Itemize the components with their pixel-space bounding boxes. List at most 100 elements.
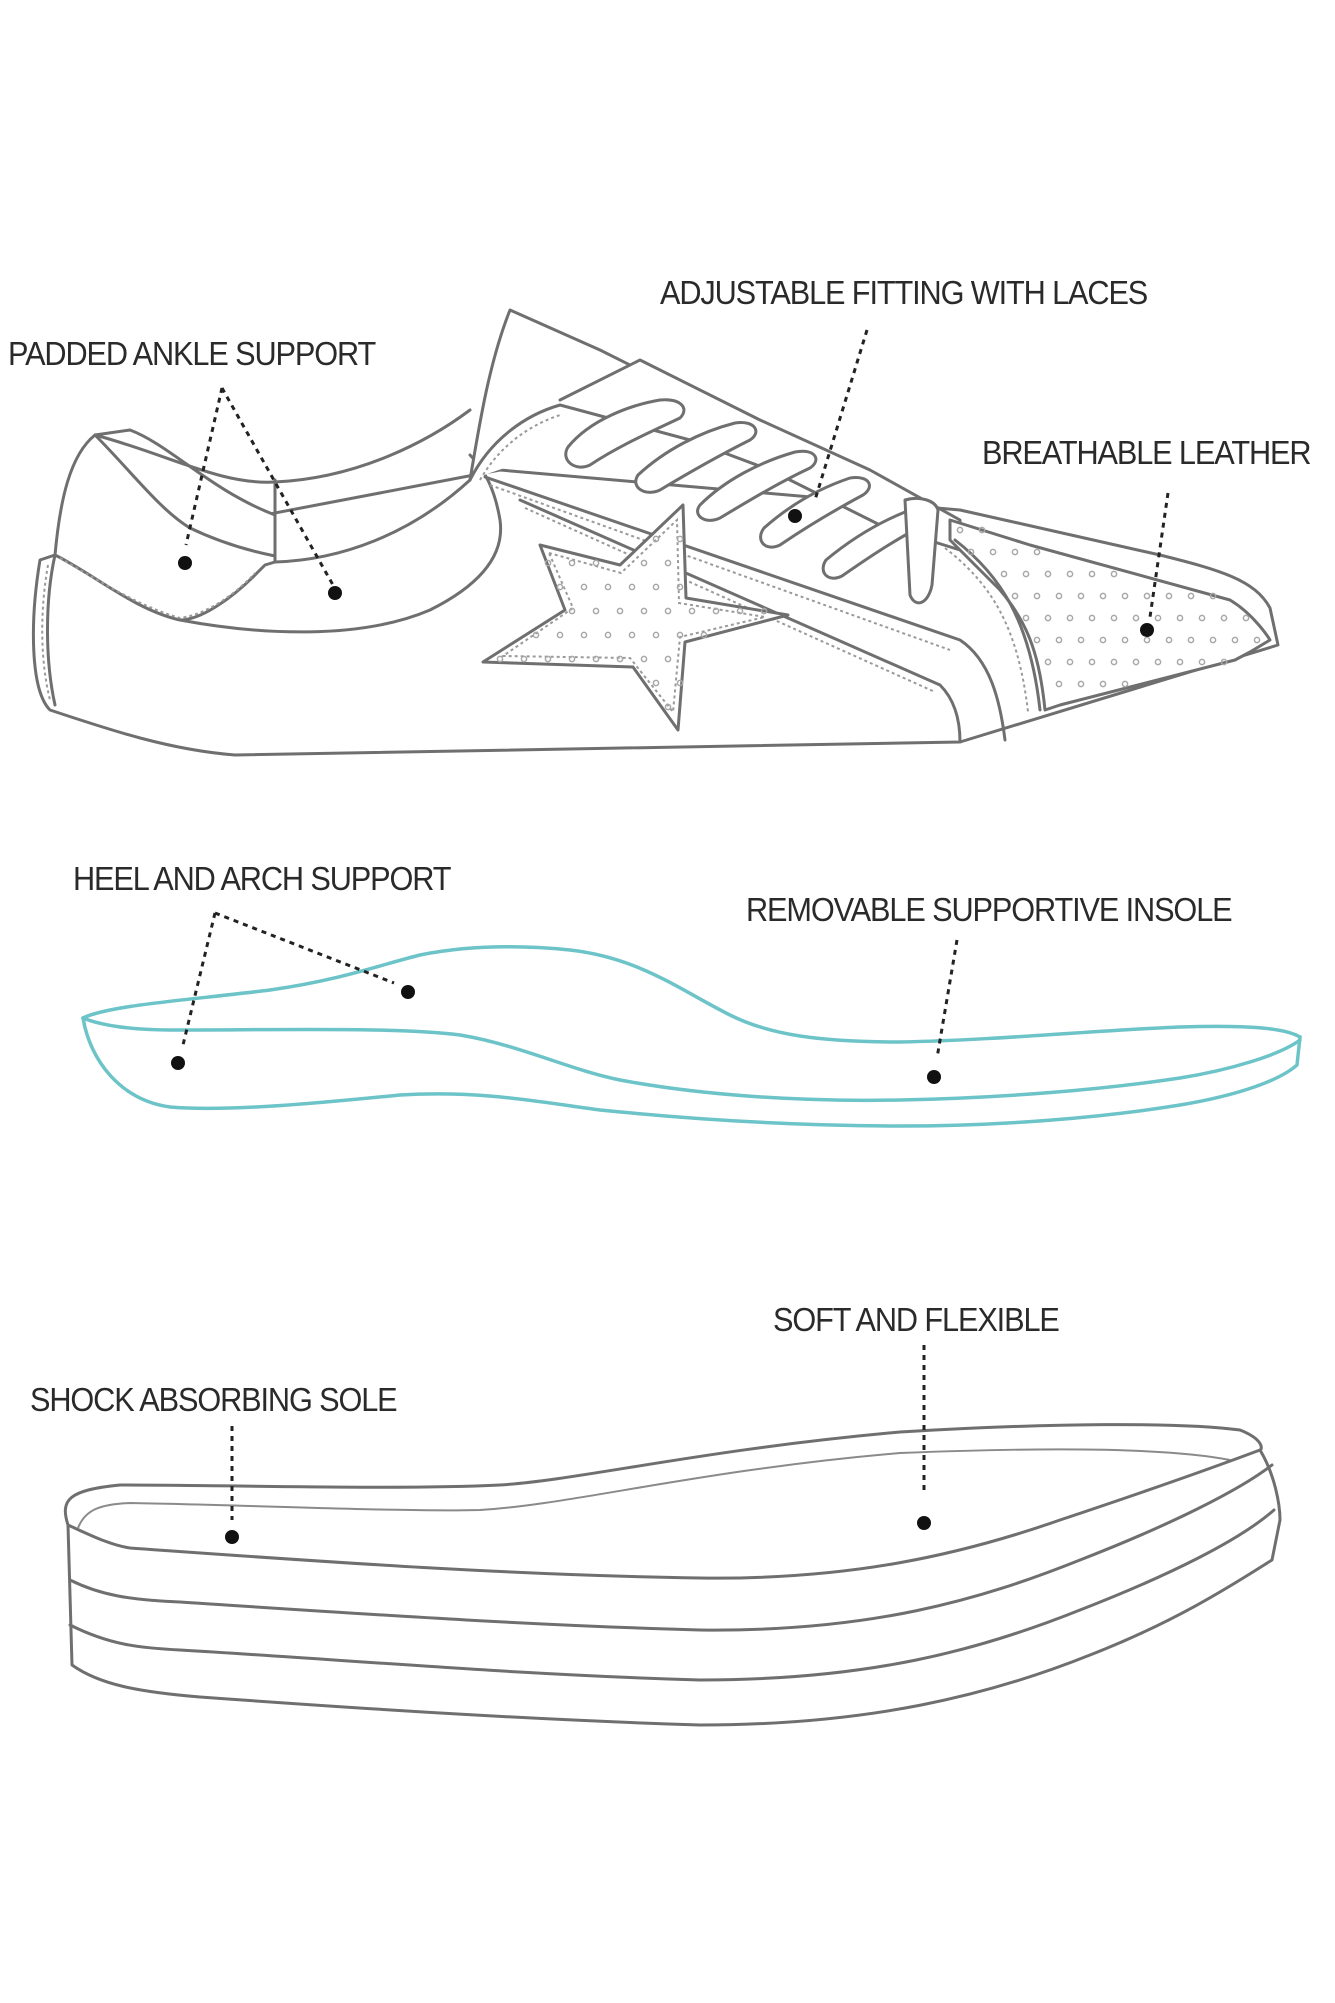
side-stripe [483,475,1007,742]
perforation-dot [640,607,648,615]
perforation-dot [664,607,672,615]
sole-callouts [225,1345,931,1544]
perforation-dot [604,631,612,639]
perforation-dot [1022,570,1030,578]
perforation-dot [676,679,684,687]
perforation-dot [580,631,588,639]
label-removable-insole: REMOVABLE SUPPORTIVE INSOLE [746,891,1233,928]
perforation-dot [1242,614,1250,622]
perforation-dot [1066,614,1074,622]
leader-padded-ankle-b [220,387,335,586]
perforation-dot [1077,592,1085,600]
perforation-dot [616,655,624,663]
perforation-dot [1055,636,1063,644]
perforation-dot [1011,592,1019,600]
leader-arch-support [214,911,395,985]
perforation-dot [1231,636,1239,644]
perforation-dot [1033,592,1041,600]
perforation-dot [496,655,504,663]
perforation-dot [1033,548,1041,556]
perforation-dot [640,559,648,567]
perforation-dot [676,535,684,543]
label-padded-ankle-support: PADDED ANKLE SUPPORT [8,335,376,372]
perforation-dot [760,607,768,615]
perforation-dot [1055,592,1063,600]
perforation-dot [1044,614,1052,622]
laces [564,398,940,605]
perforation-dot [712,607,720,615]
sole-bottom [66,1518,1282,1727]
perforation-dot [1066,658,1074,666]
leather-perforations [496,526,1261,711]
perforation-dot [1220,658,1228,666]
label-adjustable-fitting: ADJUSTABLE FITTING WITH LACES [660,274,1148,311]
perforation-dot [652,535,660,543]
perforation-dot [1110,614,1118,622]
perforation-dot [568,559,576,567]
perforation-dot [1000,570,1008,578]
perforation-dot [1066,570,1074,578]
ankle-collar-top [93,408,472,484]
perforation-dot [568,607,576,615]
perforation-dot [556,631,564,639]
sole-illustration [63,1423,1282,1727]
perforation-dot [1088,658,1096,666]
marker-removable-insole [927,1070,941,1084]
perforation-dot [1132,658,1140,666]
insole-inner-edge [81,1016,1302,1103]
perforation-dot [532,631,540,639]
label-shock-absorbing-sole: SHOCK ABSORBING SOLE [30,1381,398,1418]
perforation-dot [664,703,672,711]
leader-padded-ankle-a [184,387,224,546]
perforation-dot [604,583,612,591]
marker-breathable-leather [1140,623,1154,637]
perforation-dot [1132,614,1140,622]
perforation-dot [556,583,564,591]
perforation-dot [520,655,528,663]
perforation-dot [616,607,624,615]
perforation-dot [580,583,588,591]
marker-adjustable-fitting [788,509,802,523]
insole-callouts [171,911,959,1084]
perforation-dot [956,526,964,534]
perforation-dot [628,631,636,639]
perforation-dot [1165,636,1173,644]
perforation-dot [1110,570,1118,578]
sneaker-callouts [178,329,1170,637]
perforation-dot [1099,636,1107,644]
perforation-dot [1044,570,1052,578]
perforation-dot [700,631,708,639]
perforation-dot [676,631,684,639]
perforation-dot [652,679,660,687]
perforation-dot [1198,658,1206,666]
perforation-dot [628,583,636,591]
marker-soft-flexible [917,1516,931,1530]
perforation-dot [967,548,975,556]
label-heel-arch-support: HEEL AND ARCH SUPPORT [73,860,451,897]
insole-top-edge [81,944,1302,1044]
perforation-dot [1099,592,1107,600]
perforation-dot [978,526,986,534]
perforation-dot [1209,592,1217,600]
perforation-dot [1187,592,1195,600]
perforation-dot [1022,614,1030,622]
star-patch [481,503,790,732]
marker-heel-support [171,1056,185,1070]
perforation-dot [1209,636,1217,644]
perforation-dot [736,607,744,615]
leader-breathable-leather [1148,492,1170,618]
marker-shock-absorbing [225,1530,239,1544]
perforation-dot [1099,680,1107,688]
sole-top-rim [63,1423,1263,1527]
perforation-dot [1077,636,1085,644]
perforation-dot [1143,592,1151,600]
perforation-dot [1121,680,1129,688]
perforation-dot [1154,614,1162,622]
perforation-dot [544,559,552,567]
perforation-dot [652,631,660,639]
perforation-dot [1176,658,1184,666]
perforation-dot [1077,680,1085,688]
perforation-dot [1011,548,1019,556]
perforation-dot [1176,614,1184,622]
